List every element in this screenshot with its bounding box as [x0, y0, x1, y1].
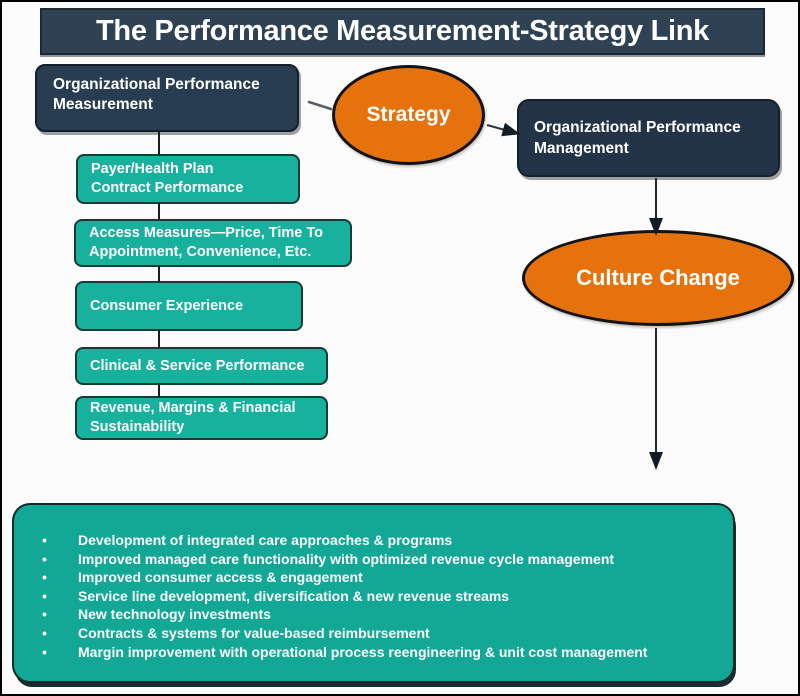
measure-box-access-measures: Access Measures—Price, Time To Appointme… [74, 219, 352, 267]
measure-box-revenue-margins: Revenue, Margins & Financial Sustainabil… [75, 396, 328, 440]
outcome-item: Contracts & systems for value-based reim… [14, 624, 733, 643]
arrow-strategy-to-management [486, 122, 521, 137]
outcome-item: New technology investments [14, 605, 733, 624]
title-bar: The Performance Measurement-Strategy Lin… [40, 8, 765, 55]
outcomes-box: Development of integrated care approache… [12, 503, 735, 683]
outcome-item: Development of integrated care approache… [14, 531, 733, 550]
culture-change-label: Culture Change [576, 265, 740, 290]
outcome-item: Improved managed care functionality with… [14, 550, 733, 569]
culture-change-ellipse: Culture Change [522, 230, 794, 326]
management-header-box: Organizational Performance Management [517, 99, 780, 177]
measure-box-payer-health-plan: Payer/Health Plan Contract Performance [76, 154, 300, 204]
outcome-item: Improved consumer access & engagement [14, 568, 733, 587]
page-title: The Performance Measurement-Strategy Lin… [96, 15, 709, 47]
strategy-ellipse: Strategy [332, 65, 485, 165]
outcome-item: Margin improvement with operational proc… [14, 643, 733, 662]
measure-box-consumer-experience: Consumer Experience [75, 281, 303, 331]
measurement-header-box: Organizational Performance Measurement [35, 64, 299, 132]
measure-box-clinical-service: Clinical & Service Performance [75, 347, 328, 385]
connector-measurement-to-strategy [307, 100, 333, 111]
outcomes-list: Development of integrated care approache… [14, 531, 733, 661]
outcome-item: Service line development, diversificatio… [14, 587, 733, 606]
strategy-label: Strategy [366, 103, 451, 126]
